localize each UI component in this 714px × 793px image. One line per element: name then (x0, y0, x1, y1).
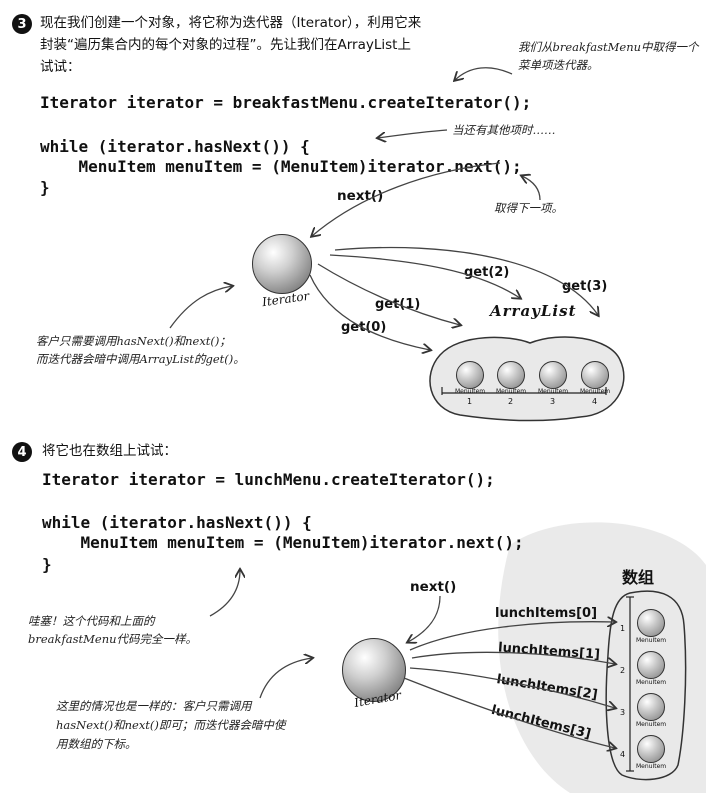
section4-arrows (209, 430, 714, 793)
note-wow-line2: breakfastMenu代码完全一样。 (28, 632, 198, 646)
array-index-1: 1 (620, 624, 626, 633)
iterator-ball (252, 234, 312, 294)
arraylist-container (429, 336, 625, 422)
array-item-4 (637, 735, 665, 763)
lunch-next-call-label: next() (410, 579, 457, 595)
arraylist-index-1: 1 (467, 397, 473, 406)
arraylist-item-2 (497, 361, 525, 389)
section3-arrows (169, 67, 714, 430)
code-create-iterator: Iterator iterator = breakfastMenu.create… (40, 93, 532, 112)
array-item-2 (637, 651, 665, 679)
next-call-label: next() (337, 188, 384, 204)
section4-intro: 将它也在数组上试试： (42, 443, 177, 459)
arraylist-index-4: 4 (592, 397, 598, 406)
section3-intro-line3: 试试： (40, 59, 81, 75)
arraylist-item-4-label: MenuItem (580, 388, 611, 395)
arraylist-item-1-label: MenuItem (455, 388, 486, 395)
lunch-iterator-ball (342, 638, 406, 702)
code-close-brace-lunch: } (42, 555, 52, 574)
note-same-line1: 这里的情况也是一样的：客户只需调用 (56, 699, 252, 713)
note-same-line3: 用数组的下标。 (56, 737, 137, 751)
note-wow-line1: 哇塞！这个代码和上面的 (28, 614, 155, 628)
array-item-4-label: MenuItem (636, 763, 667, 770)
array-item-1 (637, 609, 665, 637)
lunch-items-0-label: lunchItems[0] (495, 606, 598, 621)
step-number-4: 4 (12, 442, 32, 462)
arraylist-item-3 (539, 361, 567, 389)
array-item-3-label: MenuItem (636, 721, 667, 728)
arraylist-index-2: 2 (508, 397, 514, 406)
note-breakfast-iterator-line2: 菜单项迭代器。 (518, 58, 599, 72)
array-item-3 (637, 693, 665, 721)
array-index-2: 2 (620, 666, 626, 675)
arraylist-title: ArrayList (490, 302, 577, 320)
code-next-lunch: MenuItem menuItem = (MenuItem)iterator.n… (42, 533, 524, 552)
note-get-next: 取得下一项。 (494, 201, 563, 215)
arraylist-index-3: 3 (550, 397, 556, 406)
array-title: 数组 (622, 568, 655, 587)
step-number-3: 3 (12, 14, 32, 34)
array-index-4: 4 (620, 750, 626, 759)
code-create-lunch-iterator: Iterator iterator = lunchMenu.createIter… (42, 470, 495, 489)
note-while-has-next: 当还有其他项时…… (452, 123, 556, 137)
arraylist-item-1 (456, 361, 484, 389)
code-close-brace: } (40, 178, 50, 197)
arraylist-item-3-label: MenuItem (538, 388, 569, 395)
get-2-label: get(2) (464, 265, 510, 280)
array-item-2-label: MenuItem (636, 679, 667, 686)
code-while-lunch: while (iterator.hasNext()) { (42, 513, 312, 532)
section3-intro-line1: 现在我们创建一个对象，将它称为迭代器（Iterator），利用它来 (40, 15, 422, 31)
note-same-line2: hasNext()和next()即可；而迭代器会暗中使 (56, 718, 286, 732)
note-client-line1: 客户只需要调用hasNext()和next()； (36, 334, 231, 348)
note-breakfast-iterator-line1: 我们从breakfastMenu中取得一个 (518, 40, 699, 54)
array-index-3: 3 (620, 708, 626, 717)
section3-intro-line2: 封装“遍历集合内的每个对象的过程”。先让我们在ArrayList上 (40, 37, 411, 53)
note-client-line2: 而迭代器会暗中调用ArrayList的get()。 (36, 352, 245, 366)
array-container (605, 590, 687, 781)
arraylist-item-4 (581, 361, 609, 389)
code-next: MenuItem menuItem = (MenuItem)iterator.n… (40, 157, 522, 176)
array-item-1-label: MenuItem (636, 637, 667, 644)
arraylist-item-2-label: MenuItem (496, 388, 527, 395)
code-while: while (iterator.hasNext()) { (40, 137, 310, 156)
